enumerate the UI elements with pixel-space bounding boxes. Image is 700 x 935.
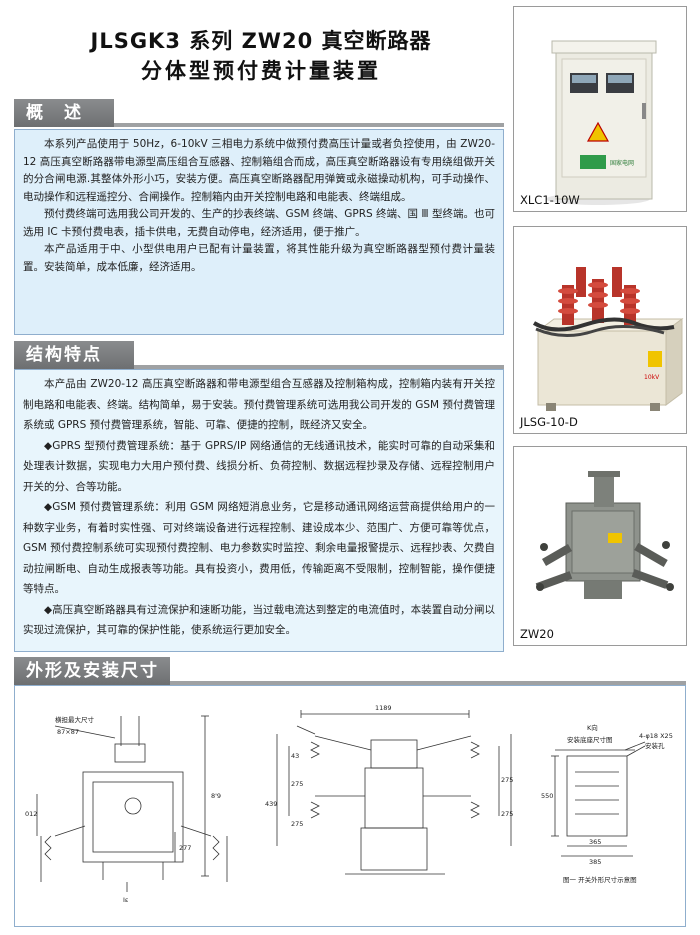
product-photo-xlc1: 国家电网 XLC1-10W bbox=[513, 6, 687, 212]
dim-label: 275 bbox=[501, 776, 513, 784]
badge-text: 10kV bbox=[644, 374, 660, 381]
control-cabinet-image: 国家电网 bbox=[514, 7, 686, 211]
overview-paragraph: 本系列产品使用于 50Hz，6-10kV 三相电力系统中做预付费高压计量或者负控… bbox=[23, 138, 495, 203]
dimension-drawing: 横担最大尺寸 87×87 8'9 012 277 Iε 1189 43 275 … bbox=[25, 704, 673, 904]
dim-label: 安装孔 bbox=[645, 741, 665, 750]
title-line-1: JLSGK3 系列 ZW20 真空断路器 bbox=[90, 29, 432, 53]
dim-label: K向 bbox=[587, 723, 598, 732]
dimension-drawings-box: 横担最大尺寸 87×87 8'9 012 277 Iε 1189 43 275 … bbox=[14, 685, 686, 927]
dim-label: 275 bbox=[291, 780, 303, 788]
dim-label: 87×87 bbox=[57, 728, 79, 736]
badge-text: 国家电网 bbox=[610, 159, 634, 167]
title-line-2: 分体型预付费计量装置 bbox=[141, 59, 381, 83]
dim-label: 439 bbox=[265, 800, 277, 808]
dim-label: 安装底座尺寸图 bbox=[567, 735, 613, 744]
dim-label: 4-φ18 X25 bbox=[639, 732, 673, 740]
dim-label: 277 bbox=[179, 844, 191, 852]
section-rule bbox=[134, 365, 504, 369]
section-heading-dimensions: 外形及安装尺寸 bbox=[14, 657, 170, 685]
breaker-image bbox=[514, 447, 686, 645]
dim-label: 横担最大尺寸 bbox=[55, 715, 95, 724]
figure-caption: 图一 开关外形尺寸示意图 bbox=[563, 875, 637, 884]
dim-label: 275 bbox=[291, 820, 303, 828]
photo-caption: ZW20 bbox=[520, 627, 554, 641]
photo-caption: XLC1-10W bbox=[520, 193, 580, 207]
page-title: JLSGK3 系列 ZW20 真空断路器 分体型预付费计量装置 bbox=[14, 26, 508, 86]
dim-label: 275 bbox=[501, 810, 513, 818]
section-heading-structure: 结构特点 bbox=[14, 341, 134, 369]
dim-label: 8'9 bbox=[211, 792, 221, 800]
overview-box: 本系列产品使用于 50Hz，6-10kV 三相电力系统中做预付费高压计量或者负控… bbox=[14, 129, 504, 335]
section-rule bbox=[170, 681, 686, 685]
product-photo-jlsg: 10kV JLSG-10-D bbox=[513, 226, 687, 434]
dim-label: 385 bbox=[589, 858, 601, 866]
transformer-image: 10kV bbox=[514, 227, 686, 433]
overview-paragraph: 本产品适用于中、小型供电用户已配有计量装置，将其性能升级为真空断路器型预付费计量… bbox=[23, 243, 495, 273]
dim-label: 1189 bbox=[375, 704, 392, 712]
dim-label: 43 bbox=[291, 752, 299, 760]
dim-label: 012 bbox=[25, 810, 37, 818]
section-rule bbox=[114, 123, 504, 127]
structure-paragraph: 本产品由 ZW20-12 高压真空断路器和带电源型组合互感器及控制箱构成，控制箱… bbox=[23, 378, 495, 431]
structure-paragraph: ◆GSM 预付费管理系统：利用 GSM 网络短消息业务，它是移动通讯网络运营商提… bbox=[23, 501, 495, 595]
product-photo-zw20: ZW20 bbox=[513, 446, 687, 646]
dim-label: 550 bbox=[541, 792, 553, 800]
structure-paragraph: ◆高压真空断路器具有过流保护和速断功能，当过载电流达到整定的电流值时，本装置自动… bbox=[23, 603, 495, 637]
dim-label: 365 bbox=[589, 838, 601, 846]
photo-caption: JLSG-10-D bbox=[520, 415, 578, 429]
overview-paragraph: 预付费终端可选用我公司开发的、生产的抄表终端、GSM 终端、GPRS 终端、国 … bbox=[23, 208, 495, 238]
structure-box: 本产品由 ZW20-12 高压真空断路器和带电源型组合互感器及控制箱构成，控制箱… bbox=[14, 369, 504, 652]
structure-paragraph: ◆GPRS 型预付费管理系统：基于 GPRS/IP 网络通信的无线通讯技术，能实… bbox=[23, 439, 495, 493]
section-heading-overview: 概 述 bbox=[14, 99, 114, 127]
dim-label: Iε bbox=[123, 896, 129, 904]
